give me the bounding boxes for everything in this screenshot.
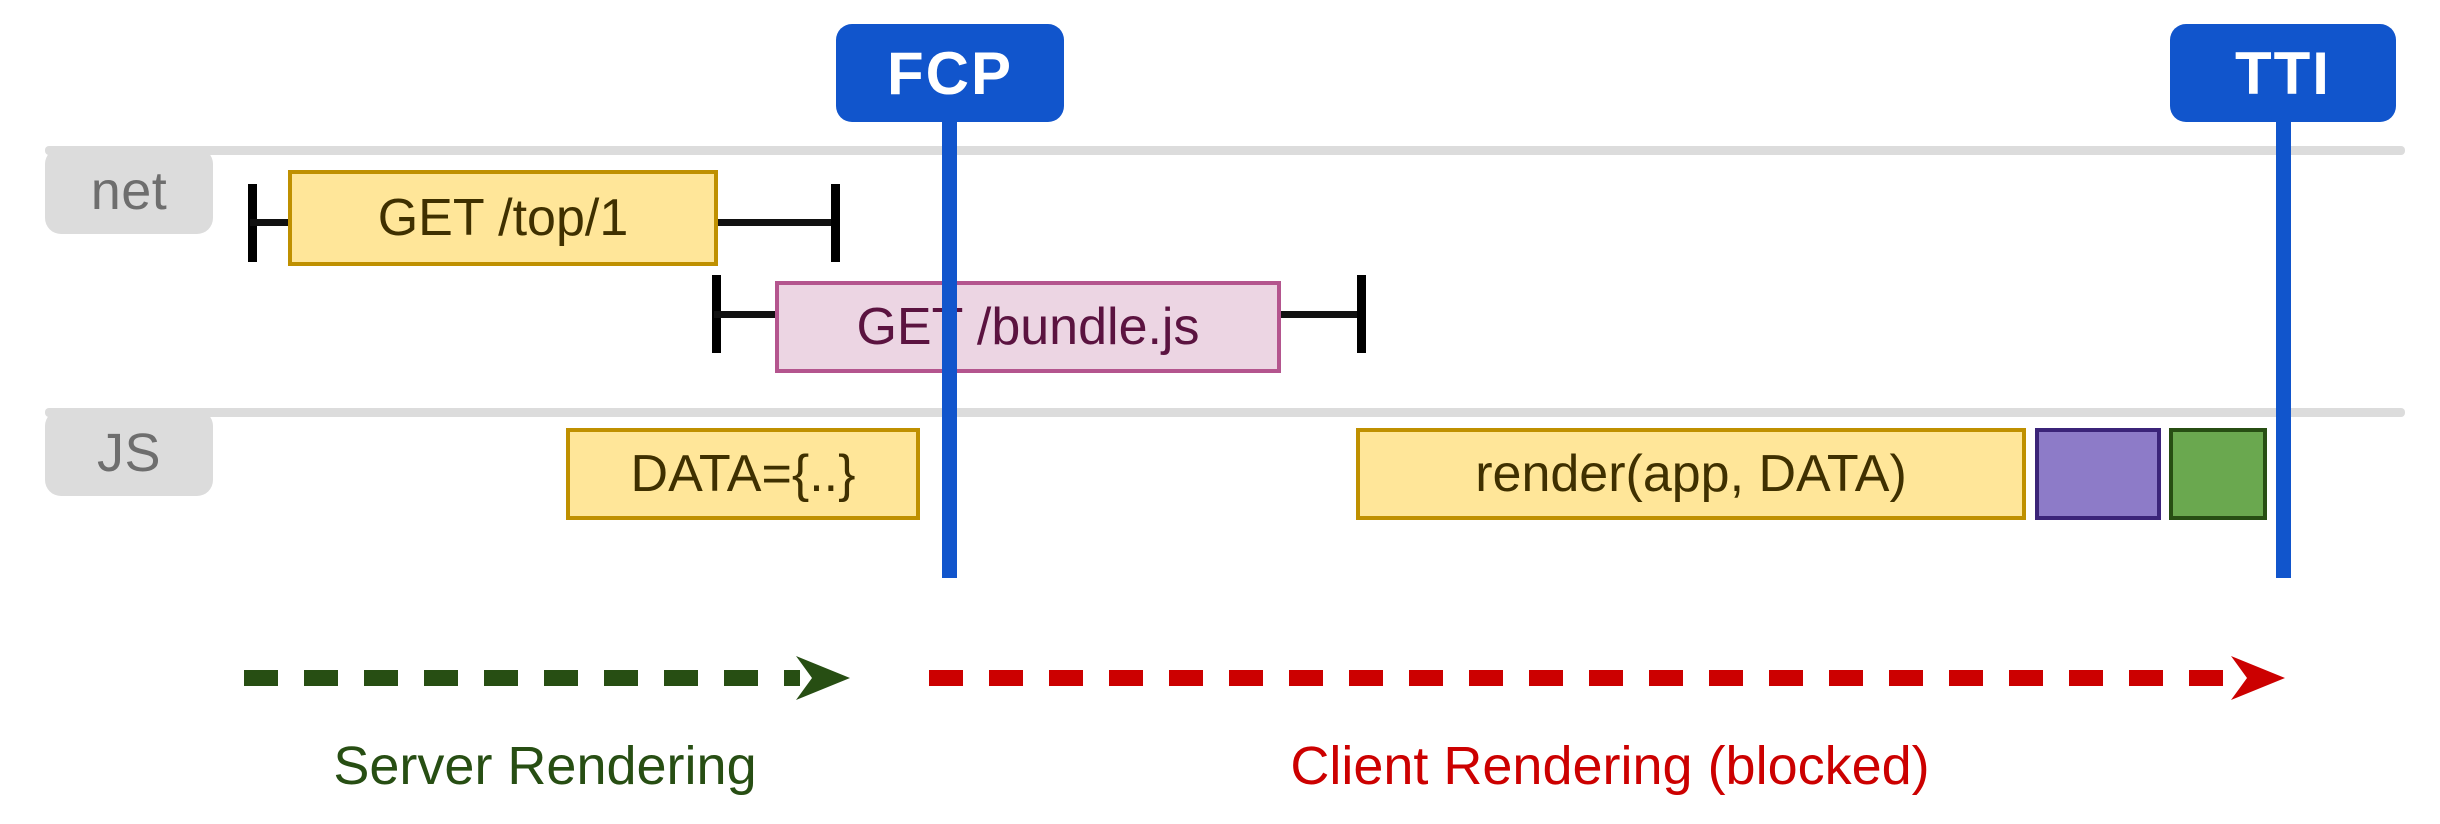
lane-label-js: JS	[96, 423, 162, 483]
whisker-cap-right-get-top	[831, 184, 840, 262]
whisker-line-left-get-top	[250, 219, 292, 226]
whisker-line-left-get-bundle	[714, 311, 778, 318]
lane-label-net: net	[90, 161, 168, 221]
lane-tag-net: net	[45, 148, 213, 234]
task-bar-block-purple[interactable]	[2035, 428, 2161, 520]
milestone-label-tti: TTI	[2235, 39, 2331, 107]
whisker-line-right-get-bundle	[1276, 311, 1362, 318]
phase-arrow-client	[929, 656, 2285, 700]
phase-label-server: Server Rendering	[245, 735, 845, 797]
task-bar-block-green[interactable]	[2169, 428, 2267, 520]
lane-baseline-net	[45, 146, 2405, 155]
phase-arrow-server	[244, 656, 850, 700]
milestone-badge-fcp[interactable]: FCP	[836, 24, 1064, 122]
milestone-line-fcp	[942, 118, 957, 578]
milestone-badge-tti[interactable]: TTI	[2170, 24, 2396, 122]
task-bar-render[interactable]: render(app, DATA)	[1356, 428, 2026, 520]
task-bar-get-top[interactable]: GET /top/1	[288, 170, 718, 266]
task-bar-get-bundle[interactable]: GET /bundle.js	[775, 281, 1281, 373]
phase-label-client-text: Client Rendering (blocked)	[1290, 736, 1930, 796]
task-bar-data[interactable]: DATA={..}	[566, 428, 920, 520]
task-label-render: render(app, DATA)	[1475, 445, 1907, 503]
milestone-label-fcp: FCP	[887, 39, 1013, 107]
milestone-line-tti	[2276, 118, 2291, 578]
lane-baseline-js	[45, 408, 2405, 417]
phase-label-client: Client Rendering (blocked)	[930, 735, 2290, 797]
lane-tag-js: JS	[45, 410, 213, 496]
task-label-get-top: GET /top/1	[377, 189, 629, 247]
task-label-data: DATA={..}	[630, 445, 856, 503]
task-label-get-bundle: GET /bundle.js	[856, 298, 1200, 356]
whisker-cap-right-get-bundle	[1357, 275, 1366, 353]
phase-label-server-text: Server Rendering	[333, 736, 757, 796]
whisker-line-right-get-top	[714, 219, 836, 226]
